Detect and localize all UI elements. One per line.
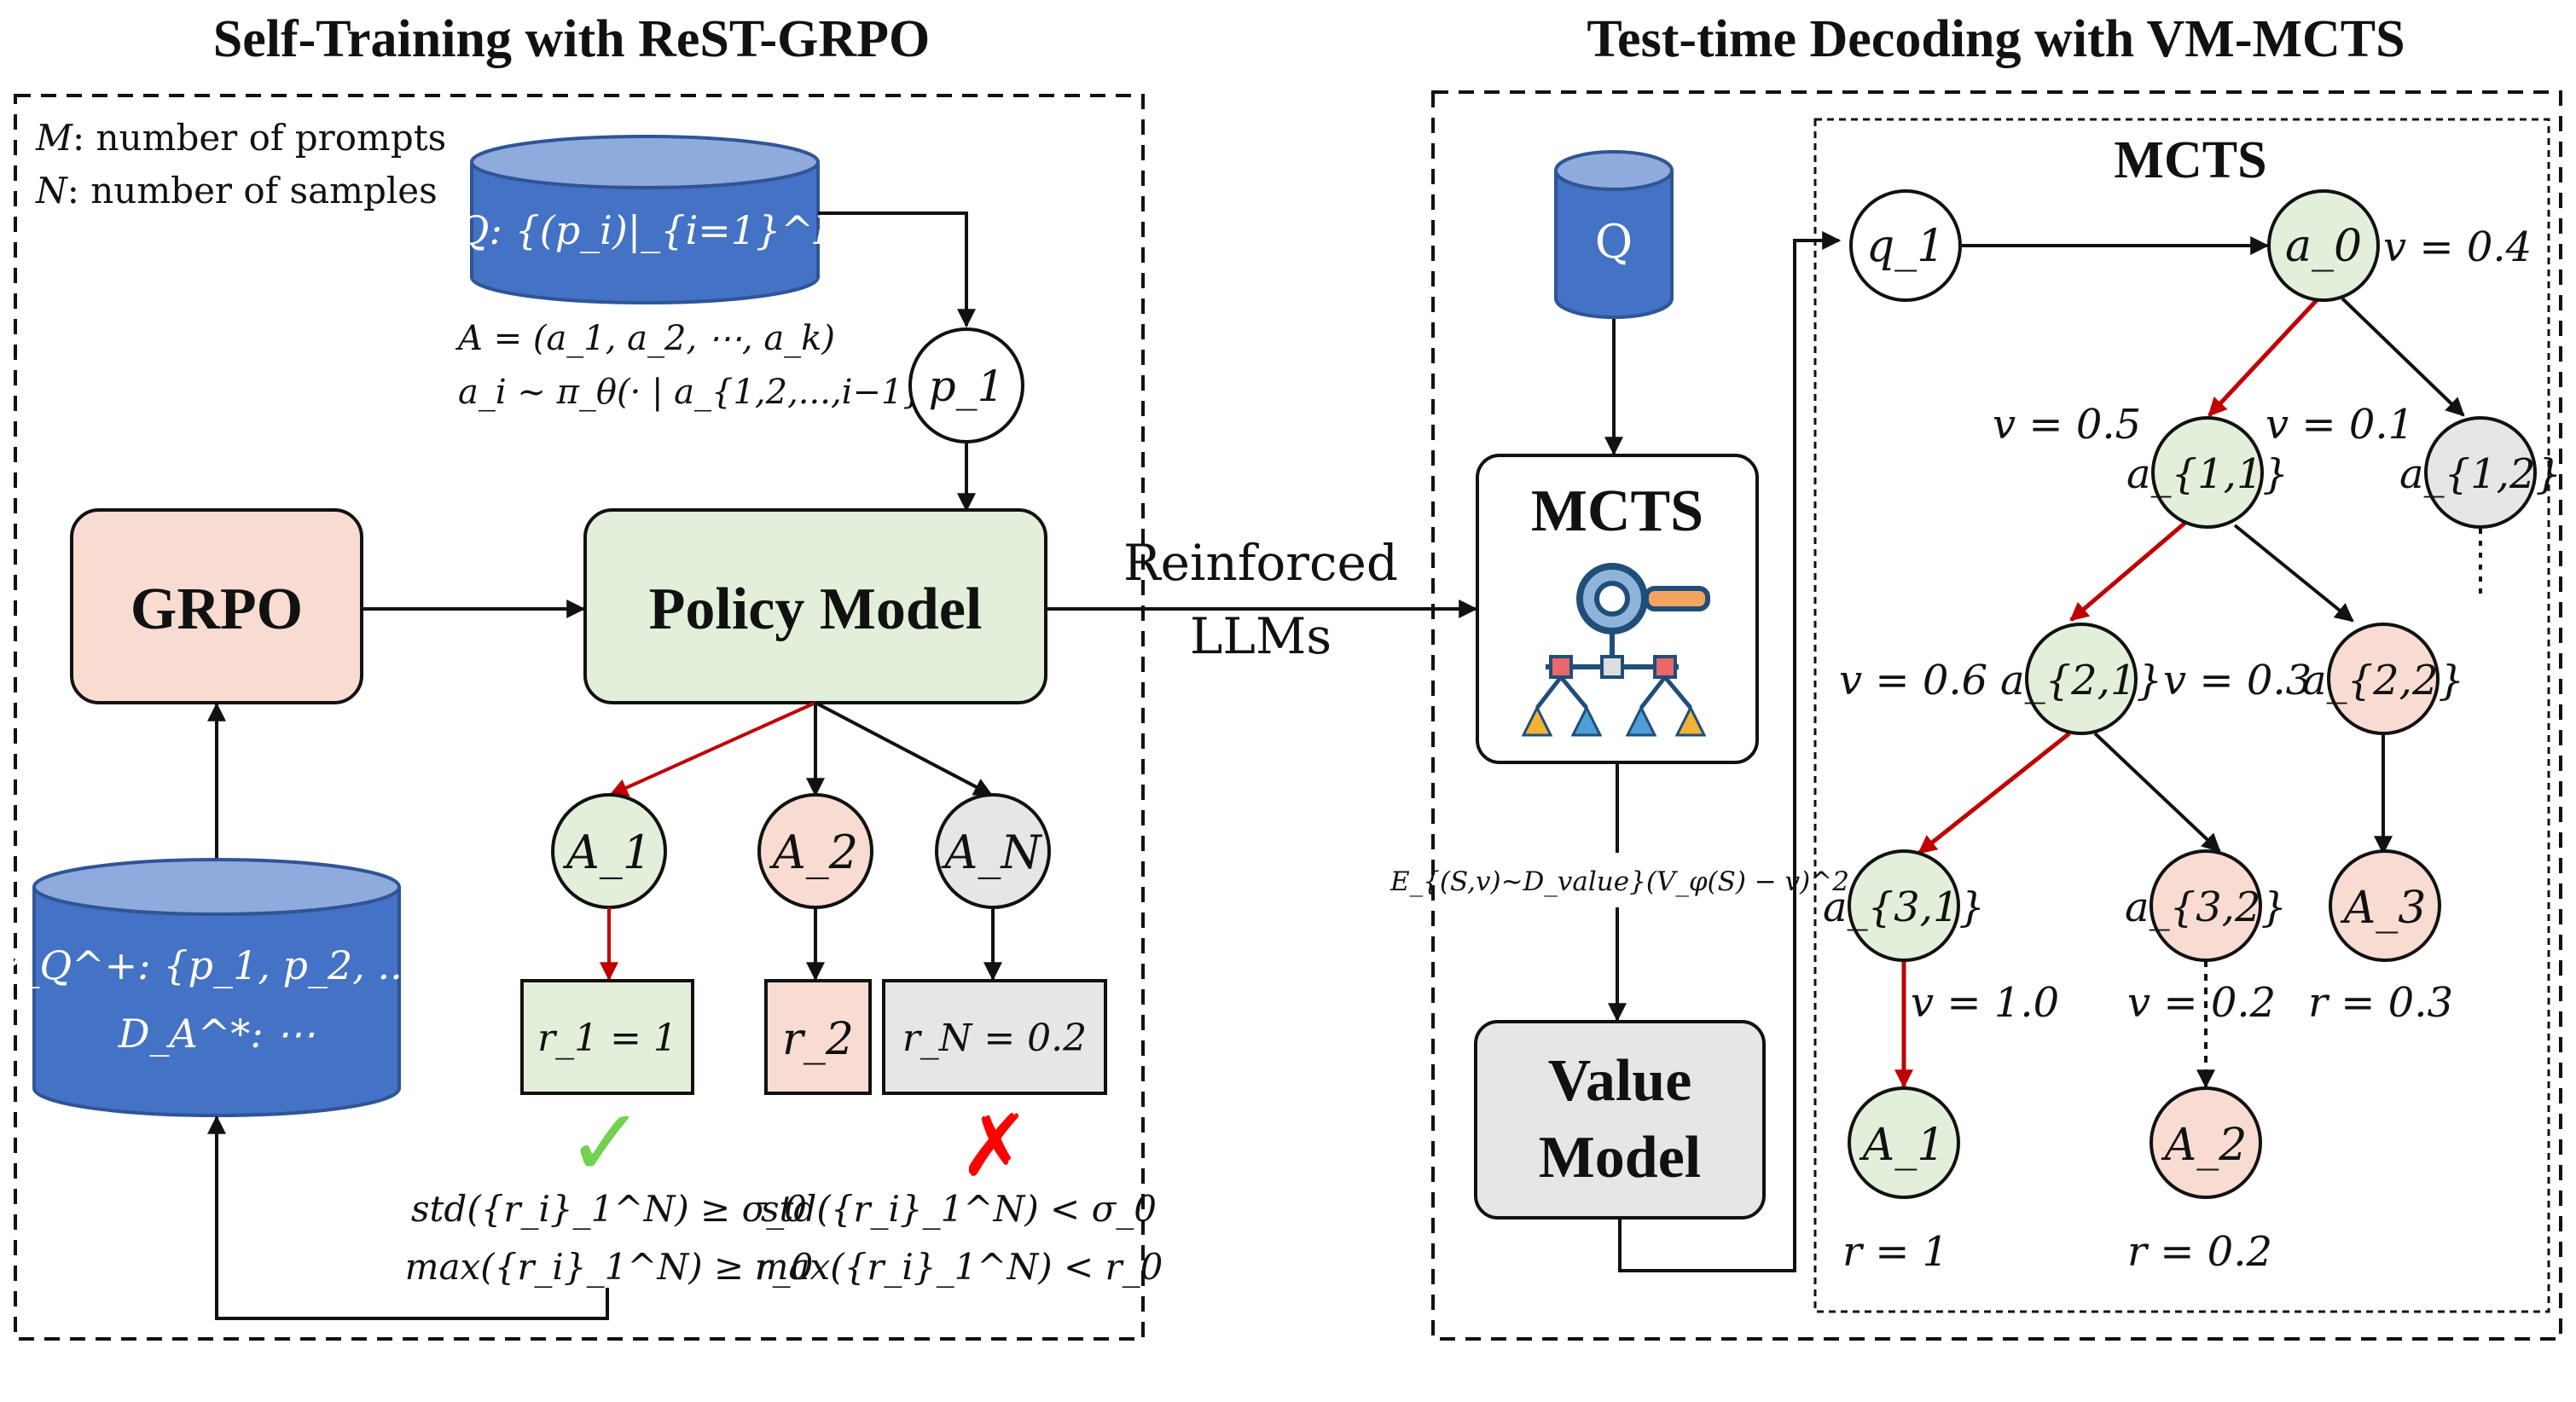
tree-node-a12-label: a_{1,2} — [2399, 450, 2561, 498]
right-panel-title: Test-time Decoding with VM-MCTS — [1587, 10, 2405, 68]
reward-box-r1-label: r_1 = 1 — [537, 1017, 677, 1060]
tree-node-A2 — [2150, 1086, 2262, 1199]
query-database: Q — [1554, 150, 1674, 319]
arrow-filter-to-data — [207, 1115, 609, 1320]
value-loss-formula: E_{(S,v)~D_value}(V_φ(S) − v)^2 — [1390, 866, 1849, 897]
query-database-label: Q — [1595, 215, 1633, 269]
tree-search-icon — [1521, 563, 1710, 737]
tree-node-a0-label: a_0 — [2285, 221, 2362, 272]
tree-node-a12 — [2424, 416, 2537, 529]
arrow-policy-to-an — [815, 701, 993, 797]
value-a12: v = 0.1 — [2266, 401, 2414, 449]
trajectory-definition: A = (a_1, a_2, ⋯, a_k) — [455, 319, 835, 358]
data-database-line2: D_A^*: ⋯ — [118, 1011, 316, 1057]
self-training-data-database: P_Q^+: {p_1, p_2, ...} D_A^*: ⋯ — [0, 858, 440, 1117]
reward-A2: r = 0.2 — [2127, 1228, 2272, 1276]
action-definition: a_i ~ π_θ(· | a_{1,2,...,i−1}, q) — [458, 373, 982, 412]
legend-n: N: number of samples — [35, 170, 438, 211]
tree-node-a0 — [2267, 189, 2380, 302]
arrow-db-to-p1 — [818, 211, 976, 328]
tree-node-a11 — [2151, 416, 2264, 529]
tree-node-A1-label: A_1 — [1859, 1120, 1946, 1171]
reinforced-llms-label-2: LLMs — [1190, 607, 1332, 665]
value-model-label-1: Value — [1548, 1048, 1692, 1114]
tree-node-A3-label: A_3 — [2341, 883, 2427, 934]
tree-node-a21 — [2025, 623, 2138, 735]
tree-node-A1 — [1848, 1086, 1960, 1199]
data-database-line1: P_Q^+: {p_1, p_2, ...} — [0, 942, 440, 988]
answer-node-an-label: A_N — [940, 826, 1042, 879]
value-a22: v = 0.3 — [2163, 657, 2312, 704]
reward-box-rn — [882, 979, 1107, 1095]
value-a32: v = 0.2 — [2127, 979, 2276, 1027]
tree-node-a32 — [2150, 849, 2262, 962]
arrow-value-to-tree — [1618, 231, 1842, 1272]
right-panel-frame — [1431, 90, 2562, 1341]
tree-node-a32-label: a_{3,2} — [2125, 883, 2287, 931]
reinforced-llms-label-1: Reinforced — [1123, 534, 1398, 592]
edge-a0-a11 — [2208, 298, 2318, 417]
reward-box-r2-label: r_2 — [782, 1014, 854, 1065]
value-a11: v = 0.5 — [1993, 401, 2141, 449]
tree-node-A3 — [2329, 849, 2441, 962]
answer-node-a1-label: A_1 — [562, 826, 652, 879]
tree-node-a11-label: a_{1,1} — [2126, 450, 2289, 498]
value-a0: v = 0.4 — [2383, 223, 2532, 271]
reward-box-rn-label: r_N = 0.2 — [902, 1017, 1087, 1060]
left-panel-title: Self-Training with ReST-GRPO — [213, 10, 931, 68]
mcts-tree-frame — [1813, 118, 2550, 1313]
value-model-label-2: Model — [1539, 1125, 1702, 1191]
edge-a21-a31 — [1917, 732, 2071, 855]
edge-a0-a12 — [2341, 297, 2465, 417]
left-panel-frame — [14, 94, 1145, 1341]
reward-box-r1 — [520, 979, 694, 1095]
tree-node-a22 — [2327, 623, 2440, 735]
reward-A1: r = 1 — [1842, 1228, 1948, 1276]
prompt-node-p1-label: p_1 — [929, 362, 1005, 411]
cross-icon: ✗ — [959, 1096, 1030, 1196]
prompt-database: P_Q: {(p_i)|_{i=1}^M} — [410, 135, 879, 304]
check-icon: ✓ — [566, 1088, 645, 1197]
tree-node-a31-label: a_{3,1} — [1823, 883, 1985, 931]
policy-model-label: Policy Model — [649, 576, 983, 642]
mcts-box-label: MCTS — [1531, 478, 1703, 544]
value-a21: v = 0.6 — [1839, 657, 1987, 704]
answer-node-a2-label: A_2 — [769, 826, 858, 879]
drop-condition-max: max({r_i}_1^N) < r_0 — [755, 1246, 1163, 1288]
tree-node-a21-label: a_{2,1} — [2000, 657, 2162, 704]
tree-node-a22-label: a_{2,2} — [2302, 657, 2464, 704]
edge-a21-a32 — [2093, 732, 2221, 853]
arrow-policy-to-a1 — [608, 701, 816, 797]
keep-condition-std: std({r_i}_1^N) ≥ σ_0 — [411, 1188, 807, 1230]
legend-m: M: number of prompts — [35, 117, 446, 159]
edge-a11-a22 — [2233, 524, 2354, 623]
reward-box-r2 — [764, 979, 872, 1095]
loss-formula-bg — [1442, 853, 1798, 907]
value-a31: v = 1.0 — [1911, 979, 2059, 1027]
tree-node-a31 — [1848, 849, 1960, 962]
grpo-label: GRPO — [131, 576, 303, 642]
tree-node-A2-label: A_2 — [2161, 1120, 2248, 1171]
mcts-tree-title: MCTS — [2114, 131, 2266, 189]
keep-condition-max: max({r_i}_1^N) ≥ r_0 — [405, 1246, 814, 1288]
edge-a11-a21 — [2069, 520, 2188, 622]
reward-A3: r = 0.3 — [2308, 979, 2453, 1027]
tree-node-q1-label: q_1 — [1866, 221, 1945, 272]
drop-condition-std: std({r_i}_1^N) < σ_0 — [761, 1188, 1157, 1230]
tree-node-q1 — [1849, 189, 1962, 302]
prompt-database-label: P_Q: {(p_i)|_{i=1}^M} — [410, 207, 879, 253]
